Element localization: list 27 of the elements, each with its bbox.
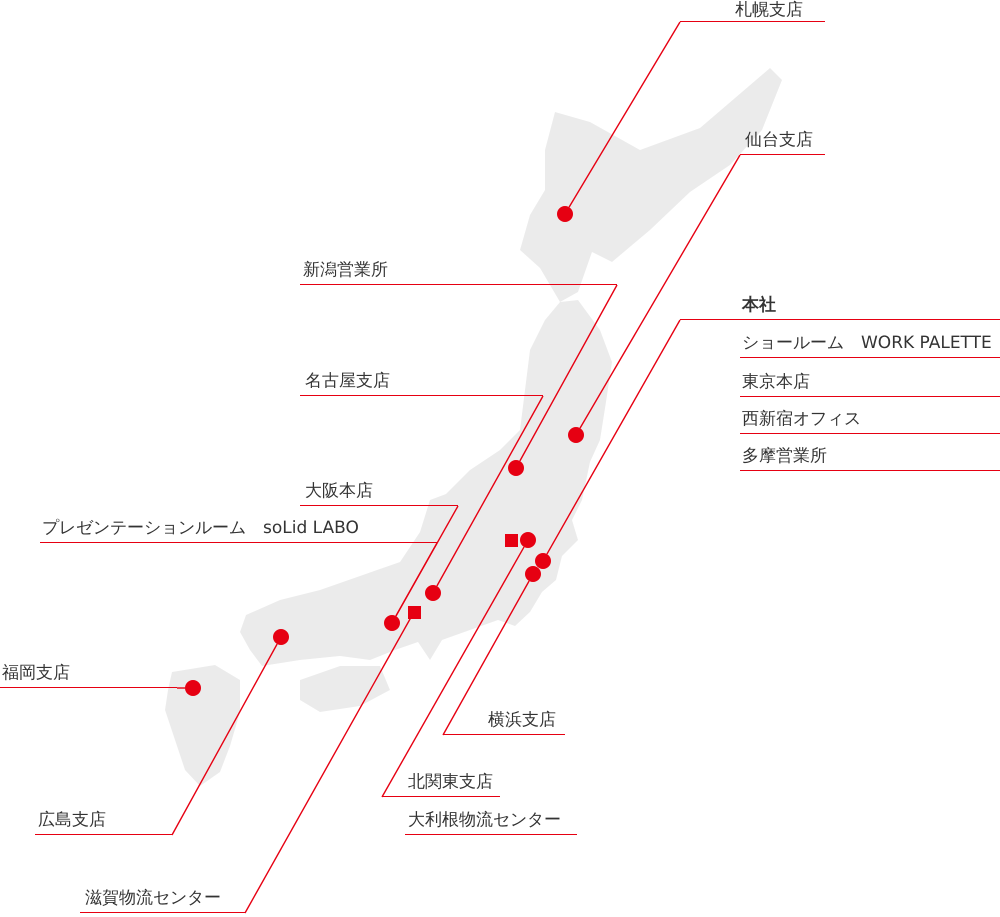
leader-line <box>579 154 741 428</box>
branch-label: 大阪本店 <box>300 478 458 506</box>
branch-label: ショールーム WORK PALETTE <box>740 330 1000 358</box>
branch-label: 札幌支店 <box>680 0 825 22</box>
branch-label: 仙台支店 <box>740 127 825 155</box>
leader-line <box>442 580 530 736</box>
branch-label: プレゼンテーションルーム soLid LABO <box>40 515 437 543</box>
leader-line <box>381 546 525 798</box>
leader-line <box>244 618 411 914</box>
branch-label: 広島支店 <box>35 807 172 835</box>
branch-label: 名古屋支店 <box>300 368 543 396</box>
branch-label: 大利根物流センター <box>405 807 577 835</box>
branch-label: 滋賀物流センター <box>80 885 245 913</box>
branch-label: 西新宿オフィス <box>740 406 1000 434</box>
branch-label: 新潟営業所 <box>300 257 617 285</box>
leader-line <box>395 542 438 616</box>
leader-line <box>546 320 681 554</box>
leader-line <box>519 284 618 462</box>
leader-line <box>436 396 544 586</box>
branch-label: 福岡支店 <box>0 660 177 688</box>
branch-label: 横浜支店 <box>443 707 565 735</box>
branch-label: 北関東支店 <box>382 769 500 797</box>
leader-line <box>568 22 681 208</box>
branch-label: 本社 <box>680 292 1000 320</box>
leader-line <box>171 644 278 836</box>
branch-label: 東京本店 <box>740 369 1000 397</box>
branch-label: 多摩営業所 <box>740 443 1000 471</box>
